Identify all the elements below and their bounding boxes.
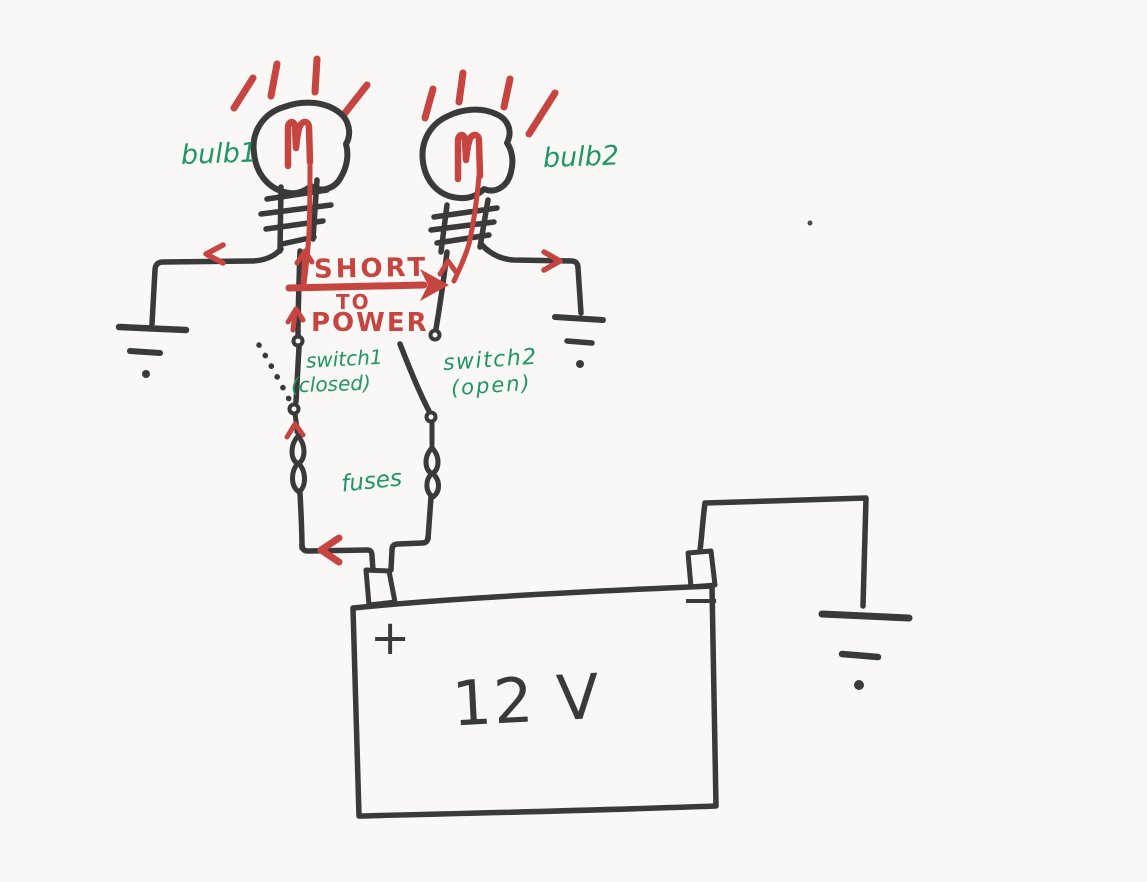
current-arrow-right-icon bbox=[541, 249, 563, 273]
light-rays-icon-bulb1 bbox=[230, 55, 371, 117]
fuse-loop bbox=[290, 460, 307, 495]
battery-plus-sign: + bbox=[370, 610, 410, 666]
ground-bar bbox=[552, 314, 606, 323]
ray bbox=[421, 85, 437, 122]
bulb2-group bbox=[419, 69, 559, 284]
ground-dot bbox=[854, 680, 864, 690]
bulb1-label: bulb1 bbox=[180, 137, 257, 171]
bulb2-short-current-path bbox=[451, 173, 482, 284]
wire bbox=[697, 495, 869, 609]
ray bbox=[525, 89, 559, 138]
battery-minus-sign: − bbox=[681, 572, 721, 628]
bulb2-glass bbox=[419, 106, 516, 202]
bulb2-filament bbox=[454, 131, 484, 183]
bulb1-filament bbox=[284, 118, 314, 170]
bulb1-glass bbox=[250, 99, 353, 197]
battery-positive-terminal bbox=[363, 567, 398, 608]
fuse-loop bbox=[424, 470, 441, 500]
ground-symbol-battery bbox=[818, 610, 913, 690]
wire bbox=[433, 249, 450, 332]
wire bbox=[299, 542, 376, 573]
bulb2-label: bulb2 bbox=[542, 140, 619, 174]
switch1-blade-closed bbox=[293, 344, 302, 405]
ground-bar bbox=[564, 338, 595, 346]
ray bbox=[455, 69, 467, 106]
battery-feed-wires bbox=[299, 534, 431, 573]
battery-ground-branch bbox=[697, 495, 913, 690]
ray bbox=[230, 74, 257, 112]
wire bbox=[297, 490, 305, 551]
ray bbox=[311, 55, 321, 96]
fuse-loop bbox=[289, 433, 307, 467]
short-annotation-word2: TO bbox=[336, 290, 371, 314]
short-annotation-word1: SHORT bbox=[314, 253, 429, 285]
ground-symbol-right bbox=[552, 314, 606, 368]
ink-speck bbox=[807, 220, 813, 226]
wire bbox=[425, 494, 434, 542]
light-rays-icon-bulb2 bbox=[421, 69, 559, 138]
current-arrow-left-icon bbox=[203, 242, 226, 266]
switch1-label: switch1 bbox=[305, 345, 383, 373]
screw-thread bbox=[264, 187, 330, 202]
short-arrow-head-icon bbox=[420, 269, 449, 301]
up-arrow-icon bbox=[285, 306, 306, 325]
up-arrow-icon bbox=[294, 248, 315, 266]
up-arrow-tail bbox=[300, 251, 308, 286]
screw-thread bbox=[263, 218, 326, 232]
ground-bar bbox=[115, 323, 190, 334]
ray bbox=[500, 75, 514, 111]
ground-symbol-left bbox=[115, 323, 190, 378]
current-arrow-left-icon bbox=[317, 534, 343, 566]
ground-bar bbox=[838, 650, 882, 661]
switch2-state-label: (open) bbox=[450, 371, 532, 401]
switch1-state-label: (closed) bbox=[291, 371, 372, 398]
ray bbox=[267, 60, 281, 100]
bulb1-ground-branch bbox=[115, 242, 284, 378]
ground-dot bbox=[576, 360, 584, 368]
battery-negative-terminal bbox=[685, 548, 718, 590]
wire bbox=[388, 534, 431, 573]
fuse1-symbol bbox=[289, 433, 307, 495]
ray bbox=[341, 81, 371, 117]
wire bbox=[478, 241, 584, 316]
short-arrow-shaft bbox=[285, 281, 428, 292]
ground-bar bbox=[818, 610, 913, 622]
switch1-fuse1-branch bbox=[256, 248, 307, 551]
battery-body bbox=[350, 583, 719, 819]
bulb2-base bbox=[428, 197, 500, 255]
battery-voltage-label: 12 V bbox=[450, 660, 603, 741]
up-arrow-icon bbox=[437, 258, 459, 277]
screw-thread bbox=[258, 202, 334, 217]
screw-thread bbox=[431, 205, 500, 220]
wire bbox=[149, 246, 284, 327]
fuses-label: fuses bbox=[340, 465, 403, 497]
screw-thread bbox=[428, 219, 497, 233]
short-annotation-word3: POWER bbox=[311, 308, 429, 338]
switch1-open-position-dotted bbox=[256, 342, 293, 404]
ground-bar bbox=[127, 348, 163, 356]
current-arrow-up-icon bbox=[284, 421, 306, 440]
bulb2-ground-branch bbox=[478, 241, 606, 368]
switch1-contact bbox=[291, 334, 305, 348]
short-to-power-annotation bbox=[285, 248, 459, 333]
fuse2-symbol bbox=[423, 445, 441, 500]
screw-thread bbox=[434, 232, 492, 246]
battery-group bbox=[350, 548, 719, 819]
fuse-loop bbox=[423, 445, 441, 477]
switch2-blade-open bbox=[397, 341, 432, 414]
bulb1-base bbox=[258, 177, 334, 254]
switch2-contact bbox=[428, 328, 442, 342]
ground-dot bbox=[142, 370, 150, 378]
